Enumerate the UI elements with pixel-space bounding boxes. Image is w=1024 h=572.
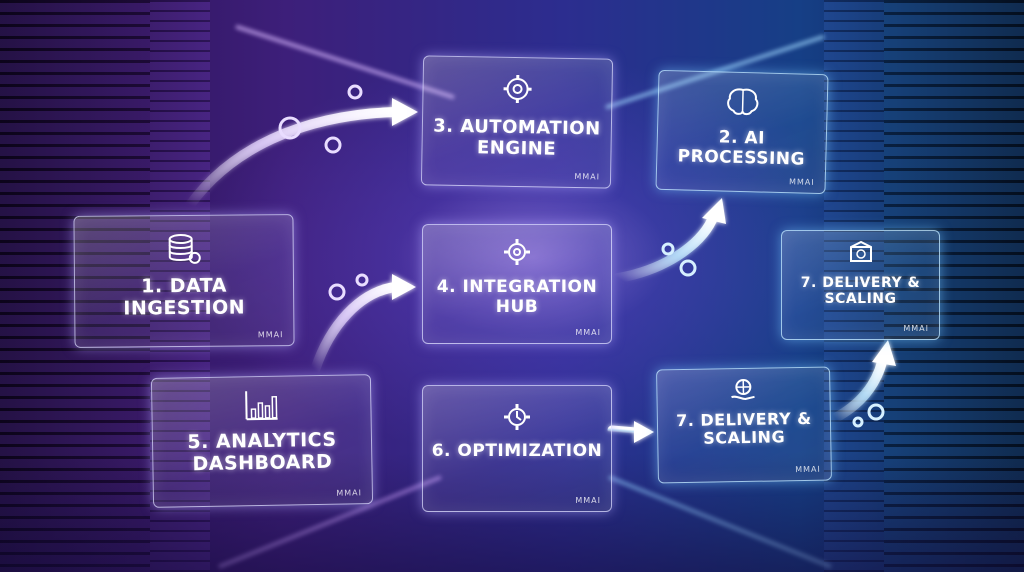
step-title: 6. OPTIMIZATION — [429, 441, 605, 462]
step-card-delivery-scaling-lower: 7. DELIVERY & SCALING MMAI — [656, 366, 832, 484]
step-title: 7. DELIVERY & SCALING — [664, 409, 825, 450]
step-title-line2: DASHBOARD — [192, 450, 333, 476]
step-title: 5. ANALYTICS DASHBOARD — [159, 429, 366, 476]
gear-cluster-icon — [278, 84, 363, 154]
watermark: MMAI — [575, 496, 601, 505]
step-title-line2: SCALING — [703, 427, 786, 449]
gear-icon — [504, 239, 530, 265]
watermark: MMAI — [795, 464, 821, 475]
watermark: MMAI — [336, 488, 362, 498]
step-title: 7. DELIVERY & SCALING — [788, 275, 933, 307]
gear-cluster-icon — [328, 273, 369, 301]
step-title: 3. AUTOMATION ENGINE — [428, 116, 605, 160]
step-title: 1. DATA INGESTION — [81, 275, 287, 320]
package-box-icon — [849, 240, 872, 262]
step-title-line1: 3. AUTOMATION — [432, 115, 601, 140]
step-card-integration-hub: 4. INTEGRATION HUB MMAI — [422, 224, 612, 344]
watermark: MMAI — [574, 172, 601, 182]
step-title-line1: 7. DELIVERY & — [800, 275, 921, 291]
step-card-optimization: 6. OPTIMIZATION MMAI — [422, 385, 612, 512]
step-title-line2: ENGINE — [476, 136, 557, 160]
gear-refresh-icon — [504, 404, 530, 430]
step-card-ai-processing: 2. AI PROCESSING MMAI — [655, 69, 829, 195]
step-card-analytics-dashboard: 5. ANALYTICS DASHBOARD MMAI — [150, 374, 374, 508]
step-title-line1: 4. INTEGRATION — [436, 277, 598, 297]
brain-icon — [727, 88, 759, 116]
arrow-ingestion-to-automation — [185, 98, 418, 210]
arrow-analytics-to-integration — [310, 274, 416, 375]
arrow-integration-to-ai — [613, 198, 726, 283]
gear-cluster-icon — [852, 403, 885, 428]
step-title-line2: HUB — [495, 296, 539, 317]
gear-cycle-icon — [503, 74, 532, 104]
watermark: MMAI — [788, 177, 815, 187]
step-card-automation-engine: 3. AUTOMATION ENGINE MMAI — [420, 55, 614, 189]
watermark: MMAI — [257, 330, 284, 340]
step-title-line1: 5. ANALYTICS — [187, 428, 337, 454]
step-title: 4. INTEGRATION HUB — [429, 277, 605, 317]
step-title-line1: 1. DATA — [141, 274, 228, 298]
arrow-delivery-to-scaling — [830, 340, 896, 423]
step-card-data-ingestion: 1. DATA INGESTION MMAI — [73, 214, 295, 348]
floor-shade — [0, 452, 1024, 572]
watermark: MMAI — [903, 324, 929, 333]
step-title-line2: SCALING — [824, 291, 897, 308]
step-title-line2: PROCESSING — [677, 145, 806, 170]
step-title-line1: 6. OPTIMIZATION — [431, 441, 603, 461]
step-title-line2: INGESTION — [123, 296, 246, 320]
gear-cluster-icon — [661, 242, 697, 277]
hand-globe-icon — [731, 379, 755, 400]
arrow-optimization-to-delivery — [607, 421, 654, 443]
database-gear-icon — [168, 234, 201, 264]
step-title: 2. AI PROCESSING — [663, 127, 820, 170]
watermark: MMAI — [575, 328, 601, 337]
bar-chart-icon — [245, 391, 278, 421]
step-card-delivery-scaling-upper: 7. DELIVERY & SCALING MMAI — [781, 230, 940, 340]
